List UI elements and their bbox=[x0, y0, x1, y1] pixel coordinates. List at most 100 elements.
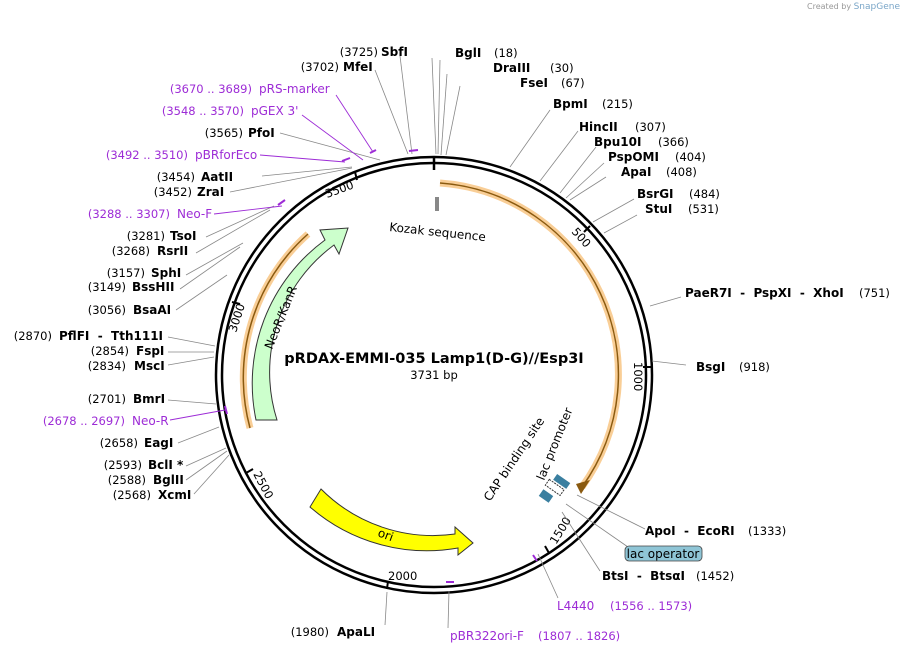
svg-text:(2870): (2870) bbox=[14, 329, 52, 343]
svg-text:(366): (366) bbox=[658, 135, 689, 149]
orange-arc-right-core bbox=[439, 182, 620, 488]
svg-text:pGEX 3': pGEX 3' bbox=[251, 104, 298, 118]
svg-text:MscI: MscI bbox=[134, 359, 165, 373]
enzyme-apai[interactable]: ApaI(408) bbox=[621, 165, 697, 179]
enzyme-sphi[interactable]: (3157)SphI bbox=[107, 266, 182, 280]
tick-3000: 3000 bbox=[226, 301, 248, 334]
snapgene-credit: Created by SnapGene bbox=[807, 2, 900, 12]
primer-neo-f[interactable]: (3288 .. 3307)Neo-F bbox=[88, 207, 212, 221]
neor-kanr-feature[interactable] bbox=[251, 227, 349, 421]
svg-text:BglI: BglI bbox=[455, 46, 481, 60]
svg-text:StuI: StuI bbox=[645, 202, 672, 216]
svg-text:PflFI - Tth111I: PflFI - Tth111I bbox=[59, 329, 163, 343]
svg-text:PspOMI: PspOMI bbox=[608, 150, 659, 164]
enzyme-zrai[interactable]: (3452)ZraI bbox=[154, 185, 224, 199]
svg-text:PfoI: PfoI bbox=[248, 126, 275, 140]
enzyme-msci[interactable]: (2834) MscI bbox=[88, 359, 165, 373]
svg-text:BpmI: BpmI bbox=[553, 97, 588, 111]
lac-operator-feature[interactable] bbox=[553, 473, 571, 489]
tick-2000: 2000 bbox=[386, 569, 417, 590]
enzyme-xcmi[interactable]: (2568)XcmI bbox=[113, 488, 192, 502]
enzyme-hincii[interactable]: HincII(307) bbox=[579, 120, 666, 134]
enzyme-bsgi[interactable]: BsgI(918) bbox=[696, 360, 770, 374]
cap-binding-site-feature[interactable] bbox=[538, 489, 554, 503]
svg-text:pRS-marker: pRS-marker bbox=[259, 82, 330, 96]
primer-prs-marker[interactable]: (3670 .. 3689) pRS-marker bbox=[170, 82, 330, 96]
enzyme-ecori[interactable]: ApoI - EcoRI(1333) bbox=[645, 524, 786, 538]
enzyme-eagi[interactable]: (2658)EagI bbox=[100, 436, 174, 450]
credit-brand: SnapGene bbox=[853, 2, 900, 12]
svg-text:(1980): (1980) bbox=[291, 625, 329, 639]
svg-text:BssHII: BssHII bbox=[132, 280, 174, 294]
primer-pbr322ori-f[interactable]: pBR322ori-F(1807 .. 1826) bbox=[450, 629, 620, 643]
svg-text:(404): (404) bbox=[675, 150, 706, 164]
svg-text:(2678 .. 2697): (2678 .. 2697) bbox=[43, 414, 125, 428]
svg-text:L4440: L4440 bbox=[557, 599, 594, 613]
enzyme-bglii[interactable]: (2588) BglII bbox=[108, 473, 184, 487]
enzyme-aatii[interactable]: (3454) AatII bbox=[157, 170, 233, 184]
svg-text:AatII: AatII bbox=[201, 170, 233, 184]
plasmid-length: 3731 bp bbox=[410, 368, 458, 382]
svg-text:(3268): (3268) bbox=[112, 244, 150, 258]
primer-pgex3[interactable]: (3548 .. 3570) pGEX 3' bbox=[162, 104, 299, 118]
svg-text:SphI: SphI bbox=[151, 266, 181, 280]
svg-text:RsrII: RsrII bbox=[157, 244, 188, 258]
svg-text:(1556 .. 1573): (1556 .. 1573) bbox=[610, 599, 692, 613]
enzyme-fsei[interactable]: FseI(67) bbox=[520, 76, 585, 90]
enzyme-bgli[interactable]: BglI(18) bbox=[455, 46, 518, 60]
svg-text:pBR322ori-F: pBR322ori-F bbox=[450, 629, 524, 643]
svg-text:PaeR7I - PspXI - XhoI: PaeR7I - PspXI - XhoI bbox=[685, 286, 844, 300]
enzyme-pspomi[interactable]: PspOMI (404) bbox=[608, 150, 706, 164]
svg-text:(531): (531) bbox=[688, 202, 719, 216]
enzyme-btsi[interactable]: BtsI - BtsαI(1452) bbox=[602, 569, 734, 583]
enzyme-pfoi[interactable]: (3565)PfoI bbox=[205, 126, 275, 140]
svg-text:(3670 .. 3689): (3670 .. 3689) bbox=[170, 82, 252, 96]
enzyme-apali[interactable]: (1980)ApaLI bbox=[291, 625, 375, 639]
enzyme-stui[interactable]: StuI (531) bbox=[645, 202, 719, 216]
enzyme-tsoi[interactable]: (3281)TsoI bbox=[127, 229, 197, 243]
enzyme-draiii[interactable]: DraIII(30) bbox=[493, 61, 574, 75]
svg-text:BclI *: BclI * bbox=[148, 458, 184, 472]
svg-text:(3548 .. 3570): (3548 .. 3570) bbox=[162, 104, 244, 118]
enzyme-rsrii[interactable]: (3268) RsrII bbox=[112, 244, 188, 258]
svg-text:ZraI: ZraI bbox=[197, 185, 224, 199]
primer-l4440[interactable]: L4440 (1556 .. 1573) bbox=[557, 599, 692, 613]
svg-text:MfeI: MfeI bbox=[343, 60, 373, 74]
svg-text:FseI: FseI bbox=[520, 76, 548, 90]
enzyme-mfei[interactable]: (3702)MfeI bbox=[301, 60, 373, 74]
enzyme-bpu10i[interactable]: Bpu10I(366) bbox=[594, 135, 689, 149]
enzyme-bpmi[interactable]: BpmI(215) bbox=[553, 97, 633, 111]
leader-lines bbox=[167, 55, 687, 629]
enzyme-fspi[interactable]: (2854)FspI bbox=[91, 344, 165, 358]
svg-text:BsaAI: BsaAI bbox=[133, 303, 171, 317]
ori-feature[interactable] bbox=[309, 488, 474, 557]
svg-text:Neo-R: Neo-R bbox=[132, 414, 169, 428]
enzyme-bmri[interactable]: (2701)BmrI bbox=[88, 392, 165, 406]
svg-text:(3288 .. 3307): (3288 .. 3307) bbox=[88, 207, 170, 221]
lac-operator-tag[interactable]: lac operator bbox=[624, 545, 703, 562]
plasmid-name: pRDAX-EMMI-035 Lamp1(D-G)//Esp3I bbox=[284, 351, 583, 367]
lac-promoter-feature[interactable] bbox=[544, 478, 565, 497]
enzyme-sbfi[interactable]: (3725)SbfI bbox=[340, 45, 408, 59]
svg-text:(2593): (2593) bbox=[104, 458, 142, 472]
svg-text:BglII: BglII bbox=[153, 473, 184, 487]
svg-text:(3454): (3454) bbox=[157, 170, 195, 184]
svg-text:(2588): (2588) bbox=[108, 473, 146, 487]
enzyme-bsrgi[interactable]: BsrGI(484) bbox=[637, 187, 720, 201]
svg-text:1500: 1500 bbox=[547, 514, 574, 546]
enzyme-xhoi[interactable]: PaeR7I - PspXI - XhoI(751) bbox=[685, 286, 890, 300]
svg-text:SbfI: SbfI bbox=[381, 45, 408, 59]
enzyme-bcli[interactable]: (2593) BclI * bbox=[104, 458, 184, 472]
svg-text:(918): (918) bbox=[739, 360, 770, 374]
svg-text:2000: 2000 bbox=[388, 569, 417, 583]
cap-binding-site-label: CAP binding site bbox=[481, 415, 547, 504]
enzyme-bsaai[interactable]: (3056)BsaAI bbox=[88, 303, 171, 317]
svg-text:(30): (30) bbox=[550, 61, 574, 75]
enzyme-bsshii[interactable]: (3149)BssHII bbox=[88, 280, 175, 294]
primer-neo-r[interactable]: (2678 .. 2697) Neo-R bbox=[43, 414, 169, 428]
svg-text:TsoI: TsoI bbox=[170, 229, 196, 243]
svg-text:(2834): (2834) bbox=[88, 359, 126, 373]
enzyme-tth111i[interactable]: (2870) PflFI - Tth111I bbox=[14, 329, 163, 343]
primer-pbrforeco[interactable]: (3492 .. 3510)pBRforEco bbox=[106, 148, 257, 162]
